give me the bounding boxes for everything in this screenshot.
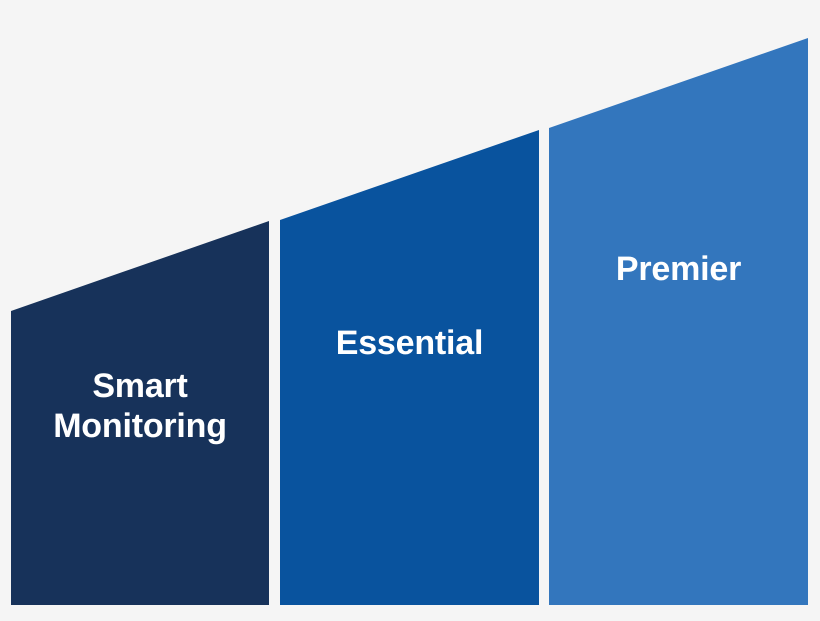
tier-label-premier: Premier — [615, 250, 742, 288]
tier-label-smart-monitoring: Smart Monitoring — [53, 367, 227, 445]
tier-shape-smart-monitoring[interactable] — [11, 221, 269, 605]
tier-label-essential: Essential — [335, 324, 484, 362]
tier-shape-essential[interactable] — [280, 130, 539, 605]
tier-shape-premier[interactable] — [549, 38, 808, 605]
